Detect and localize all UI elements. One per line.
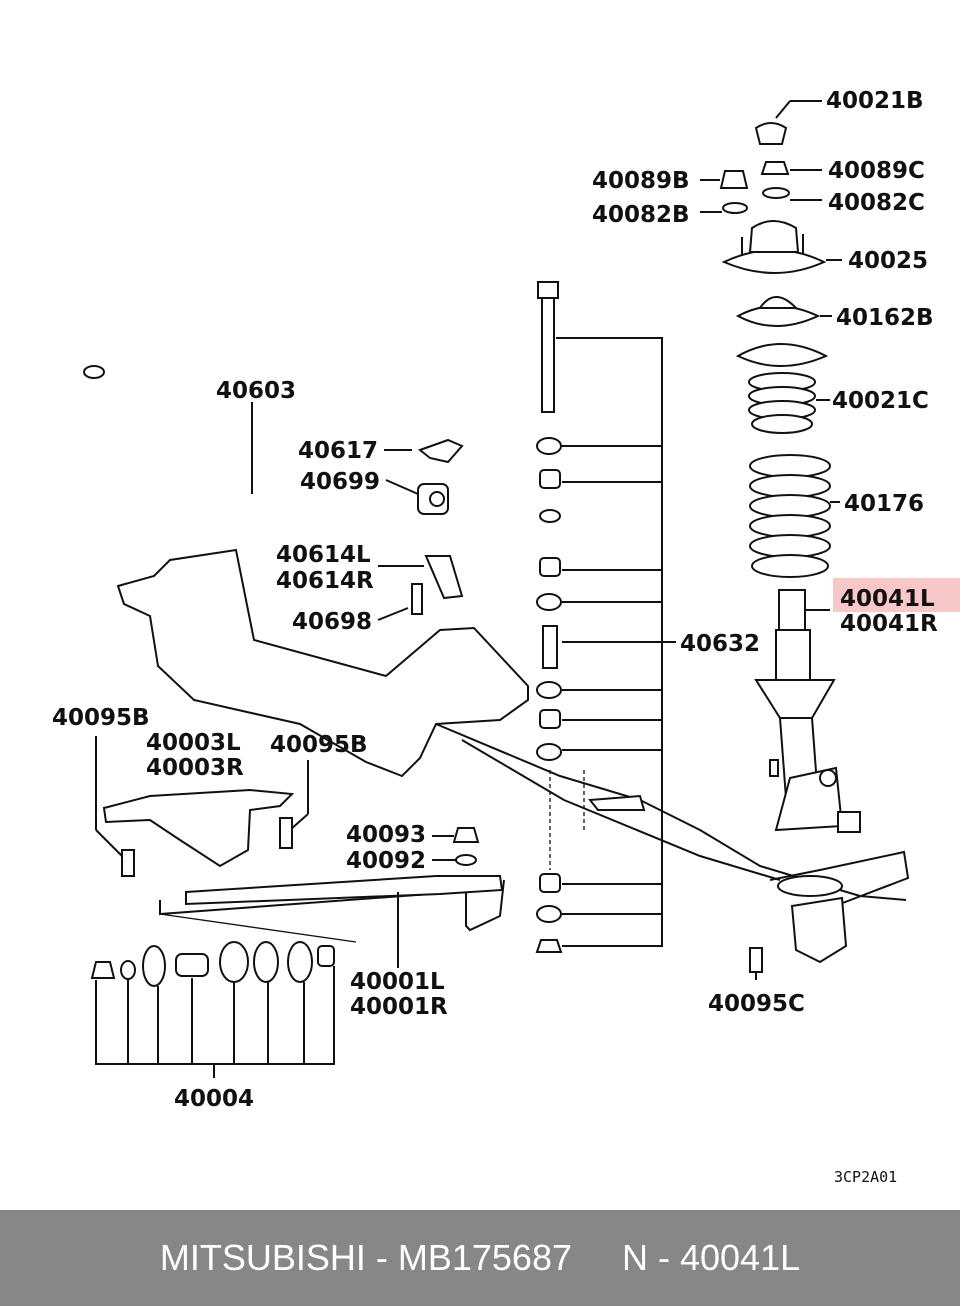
label-40095B-left: 40095B <box>52 705 150 731</box>
label-40095C: 40095C <box>708 991 805 1017</box>
label-40041L: 40041L <box>840 586 935 612</box>
nuts-40093-40092 <box>432 827 480 866</box>
label-40041R: 40041R <box>840 611 938 637</box>
label-40089C: 40089C <box>828 158 925 184</box>
boot-rings <box>748 372 816 434</box>
label-40021B: 40021B <box>826 88 924 114</box>
nut-part <box>760 161 790 175</box>
footer-ref: N - 40041L <box>622 1237 801 1278</box>
label-40003R: 40003R <box>146 755 244 781</box>
bump-stop-part <box>735 343 829 367</box>
label-40162B: 40162B <box>836 305 934 331</box>
label-40003L: 40003L <box>146 730 241 756</box>
label-40001L: 40001L <box>350 969 445 995</box>
label-40095B-right: 40095B <box>270 732 368 758</box>
label-40001R: 40001R <box>350 994 448 1020</box>
footer-bar: MITSUBISHI - MB175687 N - 40041L <box>0 1210 960 1306</box>
clamp-part <box>417 438 464 464</box>
stabilizer-bar-part <box>51 365 561 525</box>
shock-absorber-part <box>754 589 861 833</box>
bolt-part <box>541 285 555 413</box>
label-40603: 40603 <box>216 378 296 404</box>
label-40614R: 40614R <box>276 568 374 594</box>
label-40025: 40025 <box>848 248 928 274</box>
strut-assembly <box>700 100 861 833</box>
bushing-kit-part <box>90 941 335 1078</box>
washer-part <box>762 187 790 199</box>
label-40617: 40617 <box>298 438 378 464</box>
label-40082B: 40082B <box>592 202 690 228</box>
diagram-code: 3CP2A01 <box>834 1168 897 1186</box>
label-40021C: 40021C <box>832 388 929 414</box>
label-40089B: 40089B <box>592 168 690 194</box>
label-40632: 40632 <box>680 631 760 657</box>
coil-spring-part <box>749 454 831 578</box>
label-40698: 40698 <box>292 609 372 635</box>
strut-cap-part <box>754 122 788 145</box>
stabilizer-link-column <box>535 281 676 953</box>
label-40082C: 40082C <box>828 190 925 216</box>
bracket-part <box>424 555 464 600</box>
label-40614L: 40614L <box>276 542 371 568</box>
bolt-part <box>411 583 423 615</box>
nut-part <box>719 170 749 189</box>
highlight-40041L <box>833 578 960 612</box>
crossmember-outline <box>116 548 910 980</box>
lower-arm-part <box>95 736 309 877</box>
label-40176: 40176 <box>844 491 924 517</box>
label-40004: 40004 <box>174 1086 254 1112</box>
strut-mount-part <box>721 249 827 274</box>
part-labels: 40021B 40089C 40089B 40082C 40082B 40025… <box>52 88 938 1186</box>
footer-brand-part: MITSUBISHI - MB175687 <box>159 1237 572 1278</box>
stabilizer-brackets <box>377 438 464 621</box>
label-40699: 40699 <box>300 469 380 495</box>
washer-part <box>722 202 748 214</box>
strut-bar-part <box>159 875 505 968</box>
parts-diagram: 40021B 40089C 40089B 40082C 40082B 40025… <box>51 88 960 1186</box>
label-40093: 40093 <box>346 822 426 848</box>
label-40092: 40092 <box>346 848 426 874</box>
